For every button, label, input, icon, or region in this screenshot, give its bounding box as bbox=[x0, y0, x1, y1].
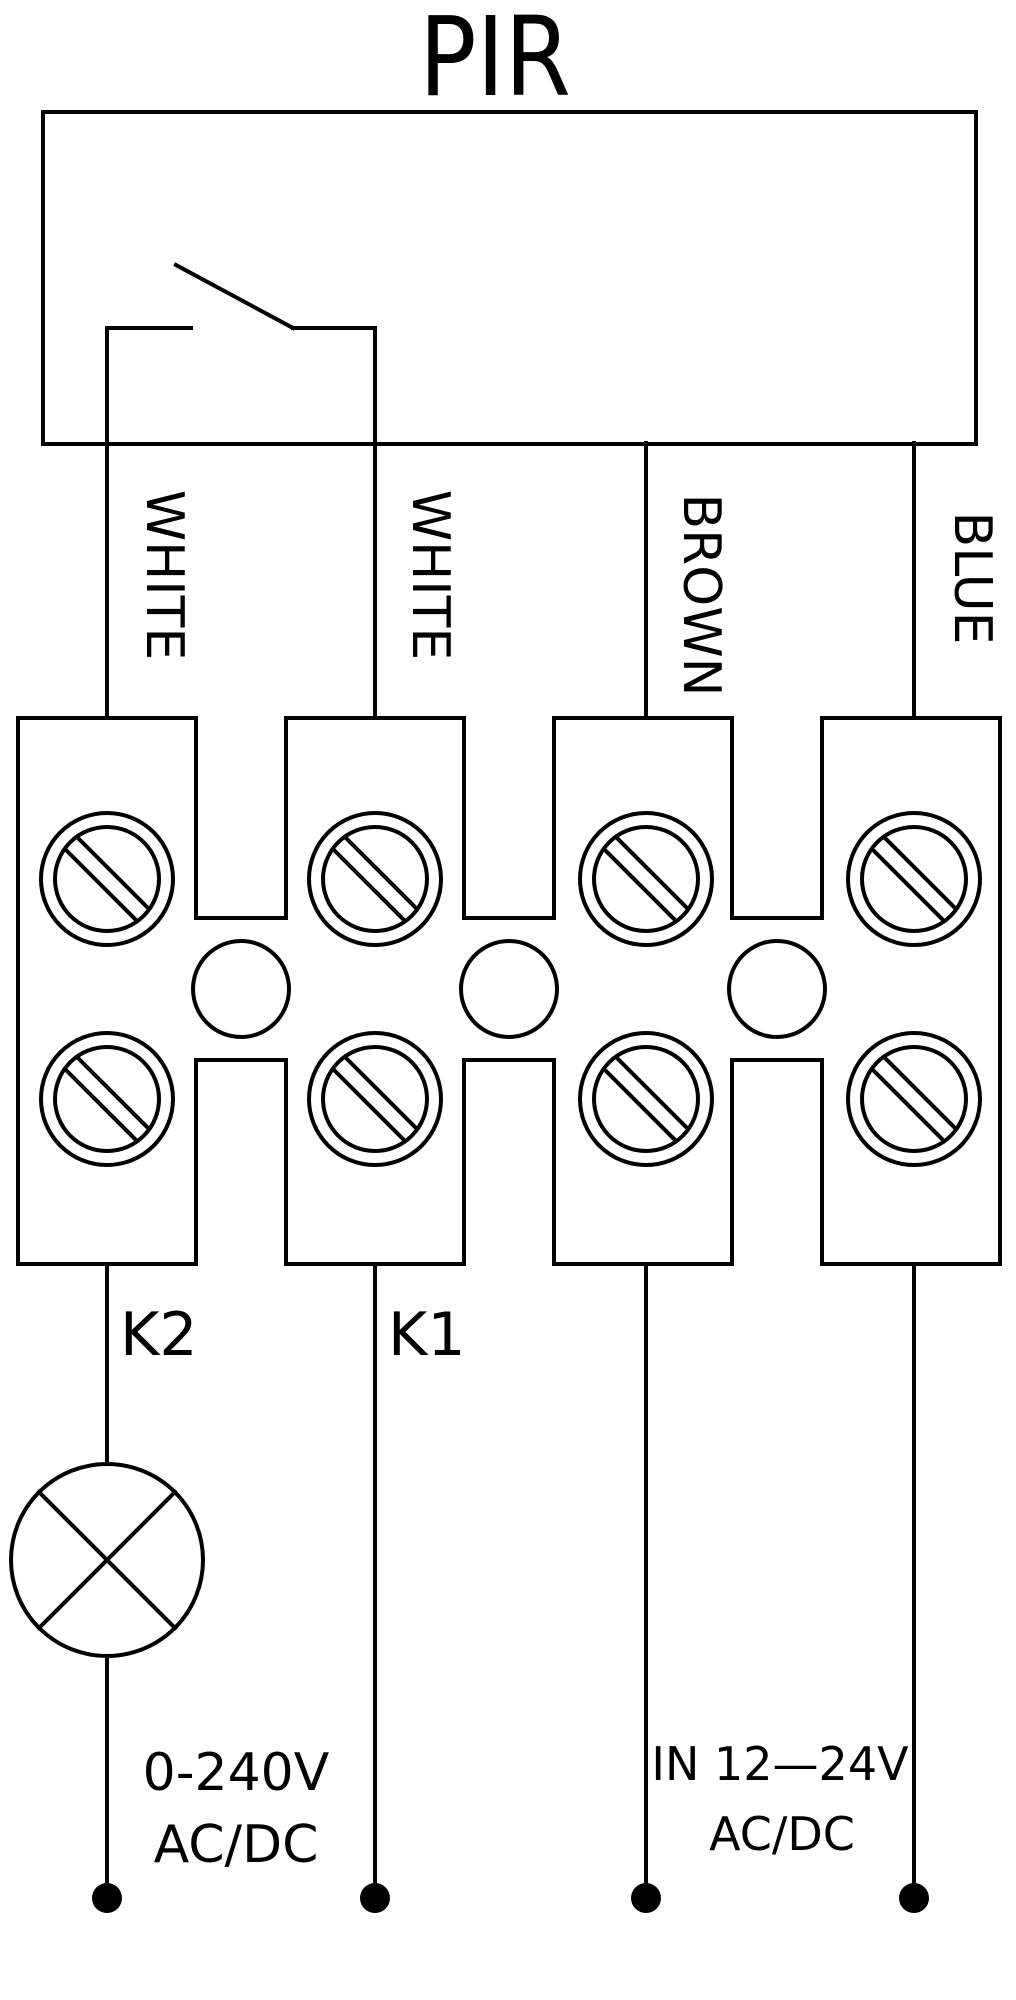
screw-icon bbox=[307, 1031, 443, 1167]
pir-housing bbox=[41, 110, 978, 446]
voltage-right-line2: AC/DC bbox=[709, 1807, 855, 1861]
screw-icon bbox=[846, 811, 982, 947]
diagram-title: PIR bbox=[419, 0, 571, 121]
bridge-hole bbox=[459, 939, 559, 1039]
screw-icon bbox=[846, 1031, 982, 1167]
pir-wires bbox=[105, 441, 916, 720]
terminal-dot bbox=[899, 1883, 929, 1913]
wire-label-brown: BROWN bbox=[671, 493, 731, 696]
relay-switch bbox=[105, 262, 377, 445]
bridge-hole bbox=[191, 939, 291, 1039]
terminal-screws bbox=[39, 811, 982, 1167]
bridge-hole bbox=[727, 939, 827, 1039]
output-label-k2: K2 bbox=[120, 1300, 198, 1370]
terminal-block bbox=[16, 716, 1002, 1266]
voltage-right-line1: IN 12—24V bbox=[651, 1737, 909, 1791]
wire-label-white-1: WHITE bbox=[134, 490, 194, 660]
output-wires bbox=[105, 1262, 916, 1900]
wire-label-white-2: WHITE bbox=[400, 490, 460, 660]
voltage-left-line2: AC/DC bbox=[154, 1815, 319, 1875]
voltage-left-line1: 0-240V bbox=[143, 1743, 330, 1803]
screw-icon bbox=[39, 811, 175, 947]
screw-icon bbox=[578, 811, 714, 947]
screw-icon bbox=[307, 811, 443, 947]
screw-icon bbox=[39, 1031, 175, 1167]
terminal-dot bbox=[92, 1883, 122, 1913]
terminal-dot bbox=[360, 1883, 390, 1913]
output-label-k1: K1 bbox=[388, 1300, 466, 1370]
screw-icon bbox=[578, 1031, 714, 1167]
lamp-icon bbox=[9, 1462, 205, 1658]
terminal-dot bbox=[631, 1883, 661, 1913]
wire-label-blue: BLUE bbox=[942, 512, 1002, 645]
